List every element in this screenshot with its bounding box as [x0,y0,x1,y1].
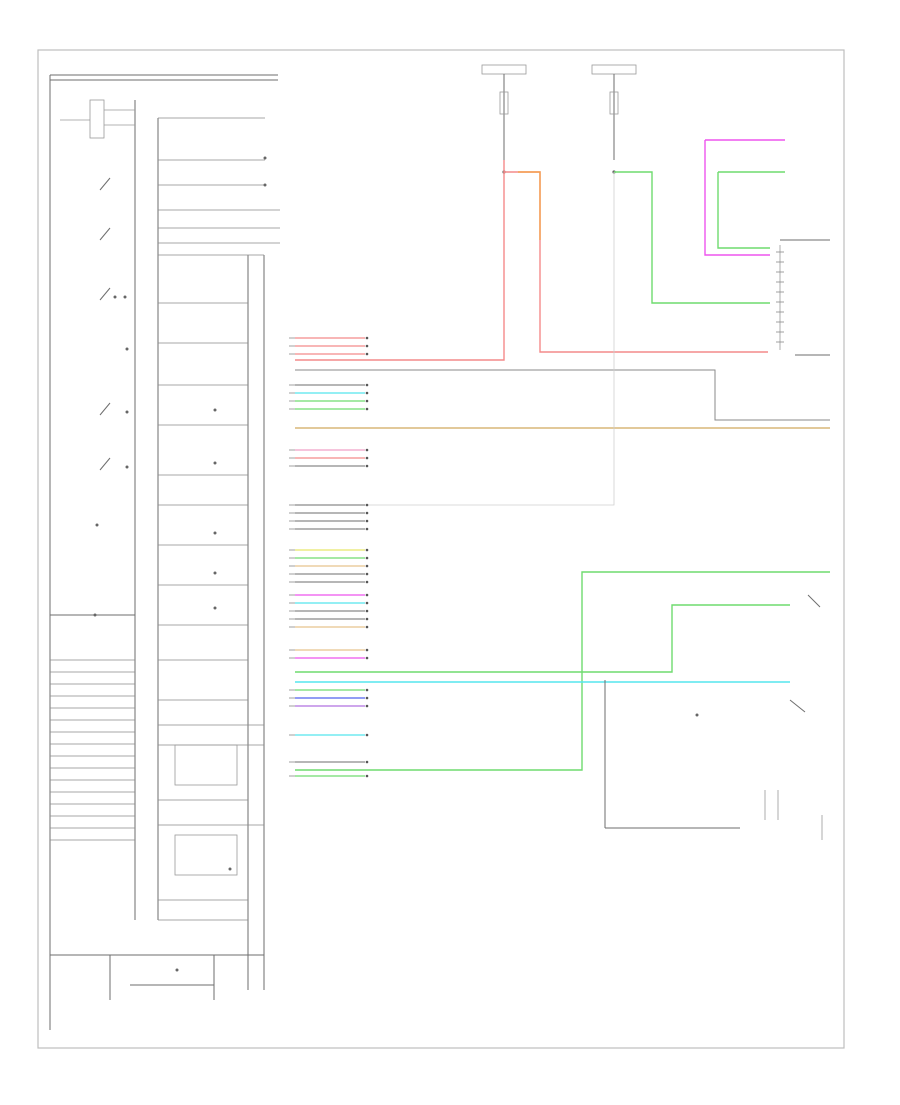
wire-gray-vertical [295,172,615,506]
pin-stub-dot-22 [365,609,369,613]
pin-stub-dot-14 [365,527,369,531]
wire-red-branch [504,171,768,353]
pin-stub-dot-8 [365,448,369,452]
pin-stub-dot-21 [365,601,369,605]
connector-pins [289,337,295,777]
pin-stub-dot-13 [365,519,369,523]
pin-stub-dot-24 [365,625,369,629]
wire-gray-long [295,369,830,421]
right-components [604,239,830,840]
pin-stub-dot-9 [365,456,369,460]
pin-stub-dot-19 [365,580,369,584]
colored-wires [295,139,830,828]
wire-green-feed [614,171,770,304]
pin-stub-dot-17 [365,564,369,568]
power-feeds [481,64,637,174]
wire-red-feed [295,160,505,361]
pin-stub-dot-26 [365,656,369,660]
pin-stub-dot-5 [365,391,369,395]
wire-orange [518,171,541,240]
pin-stub-dot-15 [365,548,369,552]
pin-stub-dot-20 [365,593,369,597]
pin-stub-dot-10 [365,464,369,468]
pin-stub-dot-32 [365,774,369,778]
pin-stub-dot-3 [365,352,369,356]
pin-stub-dot-2 [365,344,369,348]
pin-stub-dot-23 [365,617,369,621]
pin-stub-dot-4 [365,383,369,387]
pin-stub-dot-29 [365,704,369,708]
pin-stub-dot-18 [365,572,369,576]
wire-green-long [295,571,830,771]
pin-stub-dot-16 [365,556,369,560]
wire-green-mid [295,604,790,673]
diagram-frame [37,49,845,1049]
pin-stub-dot-30 [365,733,369,737]
pin-stub-dot-12 [365,511,369,515]
pin-stub-dot-7 [365,407,369,411]
pin-stub-dot-27 [365,688,369,692]
wire-green-right [717,172,770,249]
pin-stub-dot-28 [365,696,369,700]
instrument-cluster-left [49,74,280,1030]
pin-stub-dot-11 [365,503,369,507]
pin-stub-dot-25 [365,648,369,652]
pin-stub-dot-1 [365,336,369,340]
pin-stub-dot-31 [365,760,369,764]
wire-magenta-right [704,140,770,256]
pin-stub-dot-6 [365,399,369,403]
